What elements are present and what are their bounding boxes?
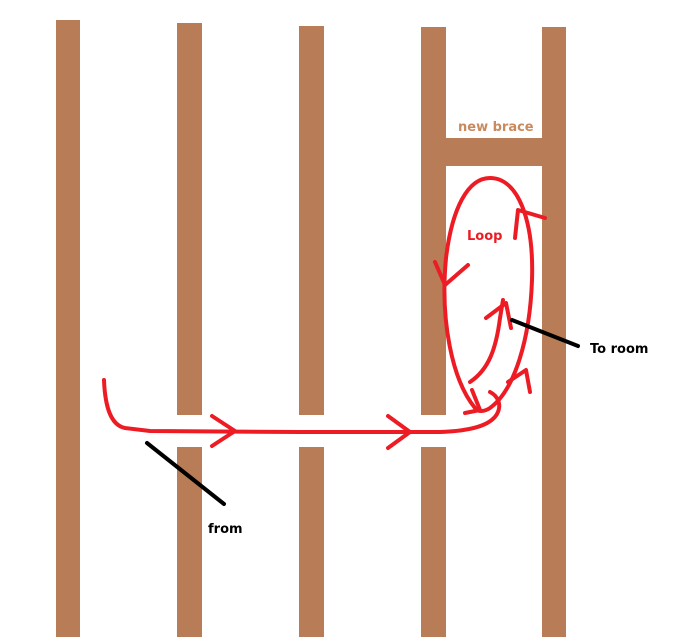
new-brace-label: new brace <box>458 120 534 135</box>
from-pointer-line <box>145 441 226 506</box>
arrowhead-inner <box>484 301 513 330</box>
stud-4-upper <box>421 27 446 415</box>
new-brace <box>446 138 542 166</box>
wire-loop-ellipse <box>442 176 535 413</box>
arrowhead-2 <box>386 414 412 450</box>
stud-1 <box>56 20 80 637</box>
stud-3-upper <box>299 26 324 415</box>
pointers <box>145 318 580 506</box>
stud-4-lower <box>421 447 446 637</box>
studs <box>56 20 566 637</box>
arrowhead-loop-left <box>433 260 470 287</box>
to-room-label: To room <box>590 342 648 357</box>
wire-main-run <box>102 378 502 434</box>
stud-3-lower <box>299 447 324 637</box>
arrowhead-loop-top <box>513 208 547 240</box>
arrowhead-1 <box>210 414 237 448</box>
stud-2-upper <box>177 23 202 415</box>
wire-route <box>102 176 547 450</box>
to-room-pointer-line <box>510 318 580 348</box>
wire-inner-curve <box>468 298 505 384</box>
arrowhead-loop-bottom-right <box>506 368 532 394</box>
from-label: from <box>208 522 243 537</box>
arrowhead-loop-bottom-left <box>463 388 482 415</box>
loop-label: Loop <box>467 229 502 244</box>
